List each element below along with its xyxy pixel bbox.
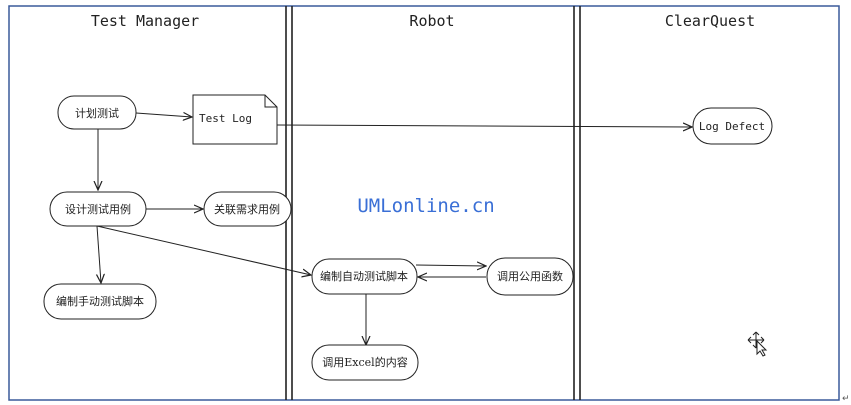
edge-design-to-auto — [96, 225, 311, 275]
node-link-requirements: 关联需求用例 — [203, 191, 292, 227]
move-cursor-icon — [747, 331, 768, 357]
node-plan-test: 计划测试 — [57, 95, 137, 130]
lane-divider-right — [573, 6, 581, 400]
svg-text:调用Excel的内容: 调用Excel的内容 — [322, 355, 407, 369]
node-write-auto-script: 编制自动测试脚本 — [311, 258, 418, 295]
node-log-defect: Log Defect — [692, 107, 773, 145]
svg-text:编制自动测试脚本: 编制自动测试脚本 — [320, 269, 408, 283]
svg-text:Log Defect: Log Defect — [699, 120, 765, 133]
edge-auto-to-common — [415, 265, 486, 266]
svg-text:设计测试用例: 设计测试用例 — [65, 202, 131, 216]
lane-title-clearquest: ClearQuest — [665, 12, 755, 30]
diagram-frame — [8, 5, 840, 401]
lane-title-test-manager: Test Manager — [91, 12, 199, 30]
node-call-excel: 调用Excel的内容 — [311, 344, 419, 381]
svg-text:Test Log: Test Log — [199, 112, 252, 125]
watermark-text: UMLonline.cn — [357, 195, 494, 217]
edge-design-to-manual — [97, 225, 101, 283]
svg-text:编制手动测试脚本: 编制手动测试脚本 — [56, 294, 144, 308]
svg-text:关联需求用例: 关联需求用例 — [214, 202, 280, 216]
edge-testlog-to-logdefect — [276, 125, 692, 127]
node-call-common-function: 调用公用函数 — [486, 257, 574, 296]
svg-text:调用公用函数: 调用公用函数 — [497, 270, 563, 283]
lane-title-robot: Robot — [409, 12, 454, 30]
svg-text:计划测试: 计划测试 — [75, 107, 119, 120]
node-design-cases: 设计测试用例 — [49, 191, 147, 227]
node-test-log: Test Log — [192, 94, 278, 145]
node-write-manual-script: 编制手动测试脚本 — [43, 283, 157, 320]
edge-plan-to-testlog — [135, 113, 192, 117]
paragraph-mark-icon: ↵ — [842, 394, 850, 404]
